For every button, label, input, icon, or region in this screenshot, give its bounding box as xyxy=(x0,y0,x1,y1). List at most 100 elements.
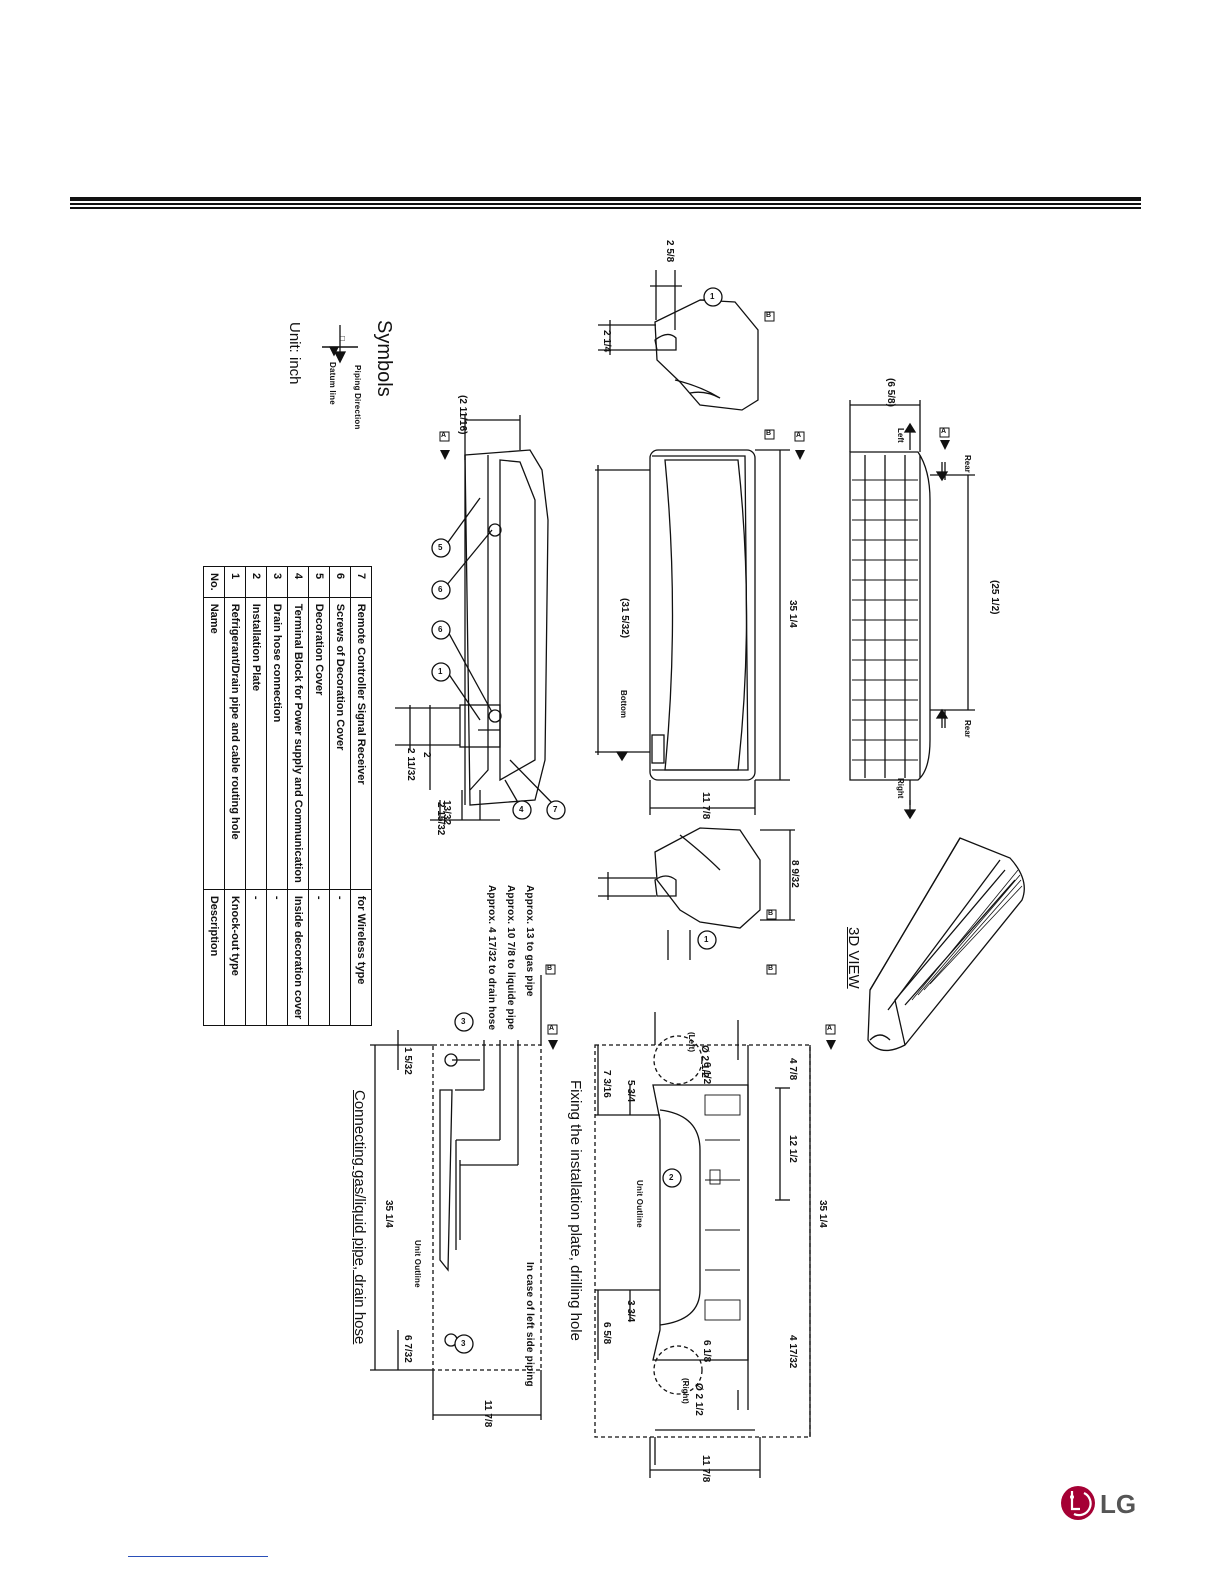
datum-letter-a-3: A xyxy=(941,428,947,435)
datum-letter-b-4: B xyxy=(768,965,774,972)
callout-circle-5 xyxy=(431,538,451,558)
dim-height: 11 7/8 xyxy=(700,792,711,820)
callout-6a: 6 xyxy=(438,585,443,594)
main-front-elevation xyxy=(595,449,790,815)
part-number: 4 xyxy=(287,566,309,598)
callout-circle-6a xyxy=(431,580,451,600)
callout-circle-1a xyxy=(431,662,451,682)
part-number: 5 xyxy=(308,566,330,598)
dim-small-a: 2 11/32 xyxy=(405,748,416,781)
part-number: 1 xyxy=(224,566,246,598)
dim-rear-span: (25 1/2) xyxy=(989,580,1000,615)
datum-letter-b-2: B xyxy=(766,312,772,319)
dim-left-b: 5 3/4 xyxy=(625,1080,636,1103)
callout-circle-3b xyxy=(454,1334,474,1354)
lg-logo-text: LG xyxy=(1100,1489,1136,1519)
part-number: 2 xyxy=(245,566,267,598)
callout-1a: 1 xyxy=(438,667,443,676)
approx-liquid-pipe: Approx. 10 7/8 to liquide pipe xyxy=(505,885,516,1030)
part-number: 3 xyxy=(266,566,288,598)
part-description: - xyxy=(329,889,351,1026)
dim-width-inner: (31 5/32) xyxy=(619,598,630,639)
approx-gas-pipe: Approx. 13 to gas pipe xyxy=(524,885,535,997)
piping-title: Connecting gas/liquid pipe, drain hose xyxy=(351,1090,368,1345)
piping-view xyxy=(370,975,542,1420)
dim-top-depth: (6 5/8) xyxy=(885,378,896,407)
footer-link-underline[interactable] xyxy=(128,1556,268,1557)
unit-outline-label-piping: Unit Outline xyxy=(413,1240,422,1288)
dim-drain-top: 1 5/32 xyxy=(402,1047,413,1075)
datum-letter-a-5: A xyxy=(827,1025,833,1032)
table-header: Name xyxy=(203,597,225,890)
part-number: 7 xyxy=(350,566,372,598)
dim-small-d: 2 15/32 xyxy=(435,802,446,836)
unit-label: Unit: inch xyxy=(286,322,303,385)
part-description: - xyxy=(245,889,267,1026)
table-header: Description xyxy=(203,889,225,1026)
side-view-top xyxy=(598,270,759,411)
part-name: Decoration Cover xyxy=(308,597,330,890)
approx-drain-hose: Approx. 4 17/32 to drain hose xyxy=(486,885,497,1031)
top-view xyxy=(849,400,975,805)
dim-drain-left: 6 7/32 xyxy=(402,1335,413,1363)
callout-6b: 6 xyxy=(438,625,443,634)
datum-letter-a-1: A xyxy=(441,432,447,439)
callout-circle-6b xyxy=(431,620,451,640)
dim-right-b: 6 5/8 xyxy=(601,1322,612,1345)
legend-datum-mark: □ xyxy=(338,336,347,341)
datum-letter-b-1: B xyxy=(766,430,772,437)
dim-plate-height: 11 7/8 xyxy=(700,1455,711,1483)
dim-width: 35 1/4 xyxy=(787,600,798,628)
dim-hole-offset-left: 6 1/2 xyxy=(701,1062,712,1085)
callout-3b: 3 xyxy=(461,1339,466,1348)
lg-logo: LG xyxy=(1061,1486,1136,1520)
part-description: - xyxy=(308,889,330,1026)
dim-right-a: 3 3/4 xyxy=(625,1300,636,1323)
dim-piping-width: 35 1/4 xyxy=(383,1200,394,1228)
dim-hole-offset-right: 6 1/8 xyxy=(701,1340,712,1363)
direction-left: Left xyxy=(896,428,905,443)
part-description: Knock-out type xyxy=(224,889,246,1026)
callout-7: 7 xyxy=(553,805,558,814)
part-number: 6 xyxy=(329,566,351,598)
datum-letter-b-3: B xyxy=(768,910,774,917)
callout-3a: 3 xyxy=(461,1017,466,1026)
part-description: Inside decoration cover xyxy=(287,889,309,1026)
header-rule-thick xyxy=(70,197,1141,201)
part-name: Screws of Decoration Cover xyxy=(329,597,351,890)
dim-front-offset: (2 11/16) xyxy=(457,395,468,435)
callout-circle-7 xyxy=(546,800,566,820)
part-description: for Wireless type xyxy=(350,889,372,1026)
header-rule-bottom xyxy=(70,207,1141,209)
legend-title: Symbols xyxy=(373,320,395,397)
callout-1b: 1 xyxy=(710,292,715,301)
datum-letter-b-5: B xyxy=(547,965,553,972)
callout-circle-3a xyxy=(454,1012,474,1032)
install-plate-title: Fixing the installation plate, drilling … xyxy=(567,1080,584,1341)
callout-4: 4 xyxy=(519,805,524,814)
left-side-note: In case of left side piping xyxy=(524,1262,535,1387)
callout-circle-1b xyxy=(703,287,723,307)
direction-rear-top: Rear xyxy=(963,455,972,473)
datum-letter-a-4: A xyxy=(549,1025,555,1032)
legend-datum-line: Datum line xyxy=(328,362,337,405)
side-view-bottom xyxy=(598,827,795,960)
hole-left-label: (Left) xyxy=(687,1032,696,1052)
part-name: Remote Controller Signal Receiver xyxy=(350,597,372,890)
direction-right: Right xyxy=(896,778,905,799)
callout-circle-2 xyxy=(662,1168,682,1188)
unit-outline-label-plate: Unit Outline xyxy=(635,1180,644,1228)
part-name: Terminal Block for Power supply and Comm… xyxy=(287,597,309,890)
callout-circle-1c xyxy=(697,930,717,950)
hole-right-label: (Right) xyxy=(681,1378,690,1404)
datum-marker xyxy=(440,450,450,460)
callout-5: 5 xyxy=(438,543,443,552)
dim-plate-left: 4 7/8 xyxy=(787,1058,798,1081)
datum-triangle xyxy=(328,346,340,357)
callout-circle-4 xyxy=(512,800,532,820)
